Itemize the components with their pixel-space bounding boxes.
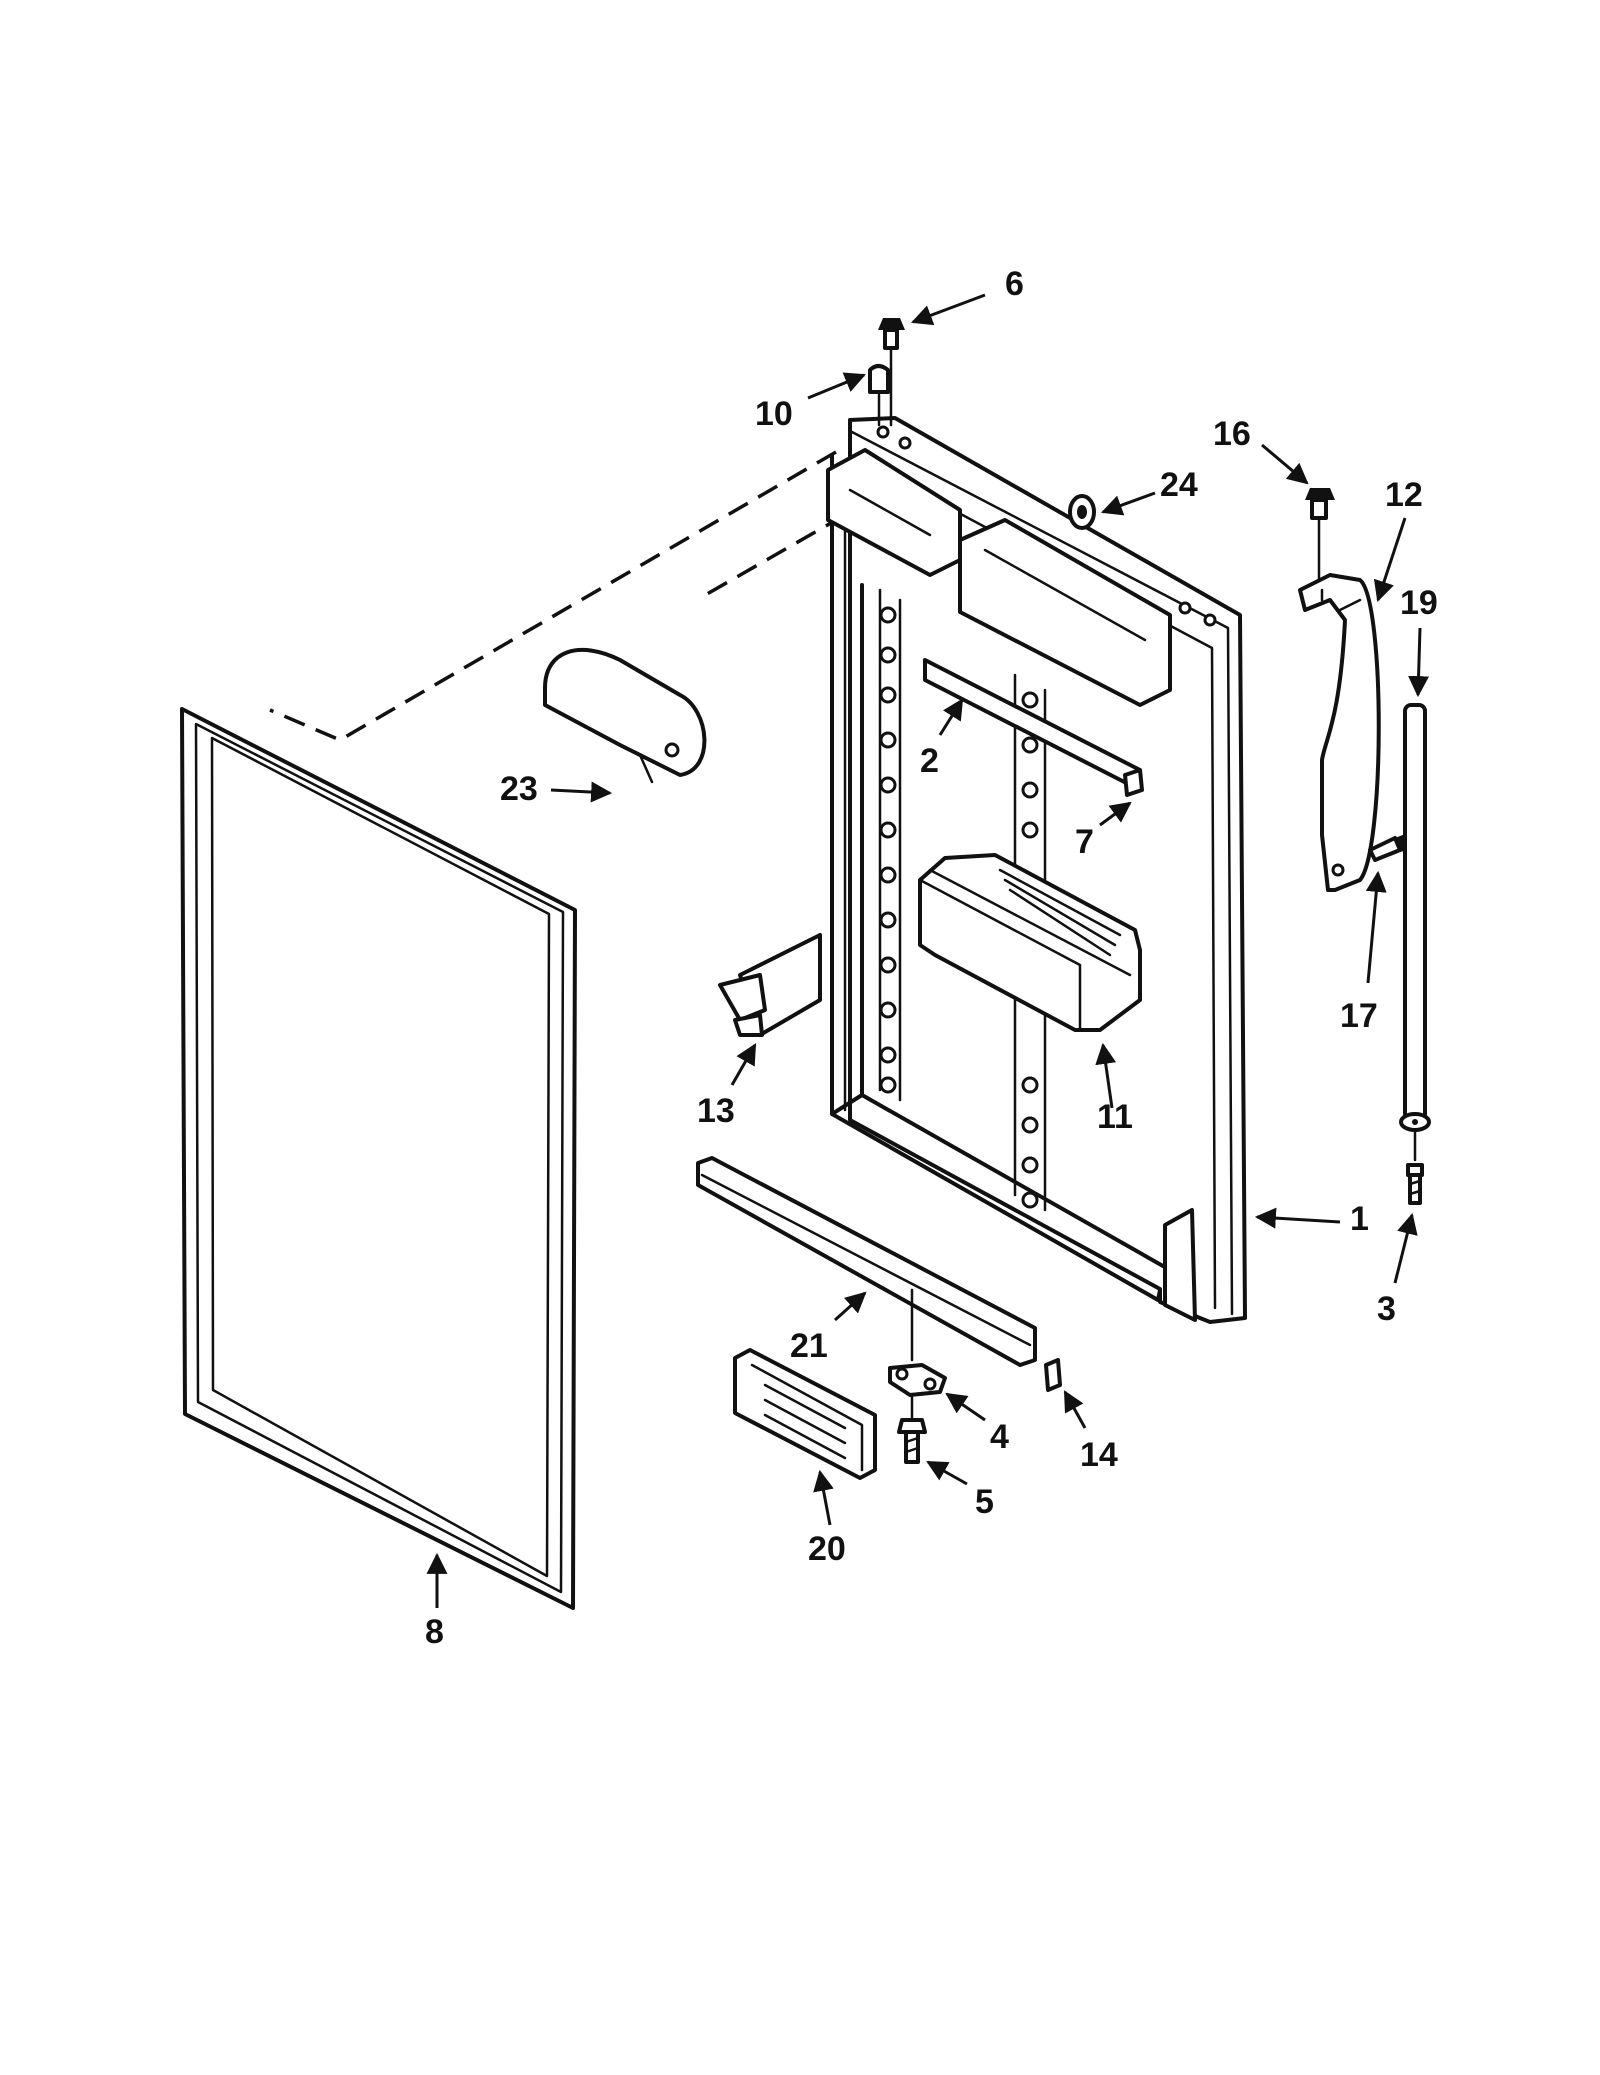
callout-21: 21 xyxy=(790,1327,828,1365)
hinge-screw-top xyxy=(878,318,905,427)
callout-6: 6 xyxy=(1005,265,1024,303)
shelf-stop xyxy=(1123,768,1144,797)
callout-numbers: 6 10 16 24 12 19 2 23 7 17 13 11 1 3 21 … xyxy=(425,265,1438,1651)
callout-19: 19 xyxy=(1400,584,1438,622)
callout-3: 3 xyxy=(1377,1290,1396,1328)
grille-panel xyxy=(733,1348,877,1480)
handle-screw xyxy=(1305,488,1335,582)
bottom-hinge-screw xyxy=(897,1418,927,1464)
door-bin xyxy=(918,853,1142,1032)
bottom-hinge-bracket xyxy=(888,1288,947,1422)
callout-8: 8 xyxy=(425,1613,444,1651)
hole-plug xyxy=(868,364,890,427)
callout-5: 5 xyxy=(975,1483,994,1521)
callout-10: 10 xyxy=(755,395,793,433)
bin-bracket xyxy=(718,933,822,1037)
callout-20: 20 xyxy=(808,1530,846,1568)
callout-17: 17 xyxy=(1340,997,1378,1035)
door-handle xyxy=(1298,573,1381,892)
callout-4: 4 xyxy=(990,1418,1009,1456)
rail-holes-left xyxy=(879,606,897,1094)
rail-end-cap xyxy=(1044,1358,1062,1392)
bottom-door-rail xyxy=(696,1156,1037,1367)
rail-holes-right xyxy=(1021,691,1039,1209)
door-gasket xyxy=(180,707,577,1610)
callout-16: 16 xyxy=(1213,415,1251,453)
handle-lower-screw xyxy=(1368,834,1408,862)
dairy-door-cover xyxy=(543,647,707,784)
door-cap xyxy=(1068,494,1096,530)
trim-strip xyxy=(1399,703,1431,1162)
callout-leaders xyxy=(426,293,1430,1608)
callout-12: 12 xyxy=(1385,476,1423,514)
callout-13: 13 xyxy=(697,1092,735,1130)
callout-2: 2 xyxy=(920,742,939,780)
callout-7: 7 xyxy=(1075,823,1094,861)
trim-screw xyxy=(1406,1163,1424,1205)
callout-11: 11 xyxy=(1097,1098,1133,1136)
callout-1: 1 xyxy=(1350,1200,1369,1238)
callout-14: 14 xyxy=(1080,1436,1118,1474)
callout-23: 23 xyxy=(500,770,538,808)
callout-24: 24 xyxy=(1160,466,1198,504)
alignment-dashed-lines xyxy=(269,450,846,742)
